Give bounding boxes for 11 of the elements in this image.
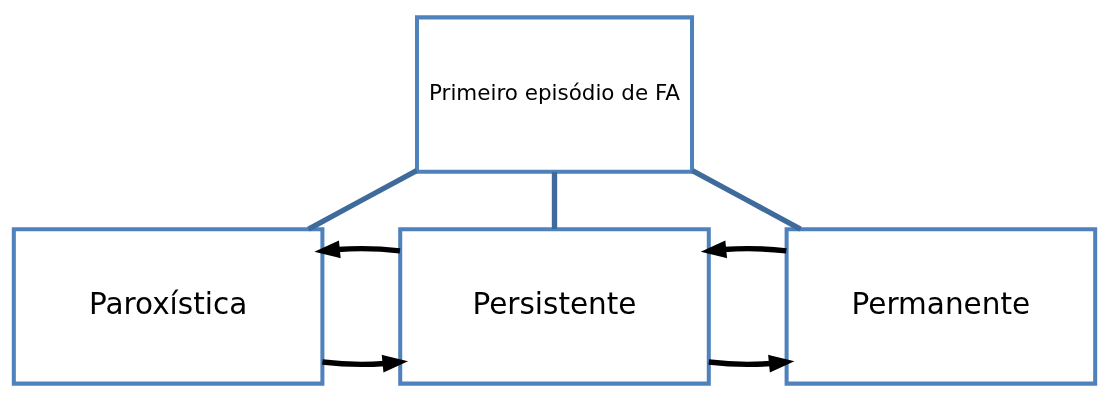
node-box: Persistente bbox=[398, 227, 711, 386]
connector bbox=[691, 168, 802, 232]
arrow bbox=[700, 240, 787, 259]
arrow bbox=[314, 240, 401, 259]
node-box: Paroxística bbox=[11, 227, 325, 386]
node-box: Permanente bbox=[784, 227, 1098, 386]
arrow bbox=[322, 354, 409, 373]
connector bbox=[307, 168, 418, 232]
arrow bbox=[708, 354, 795, 373]
node-box: Primeiro episódio de FA bbox=[414, 15, 695, 174]
connector bbox=[551, 172, 558, 230]
